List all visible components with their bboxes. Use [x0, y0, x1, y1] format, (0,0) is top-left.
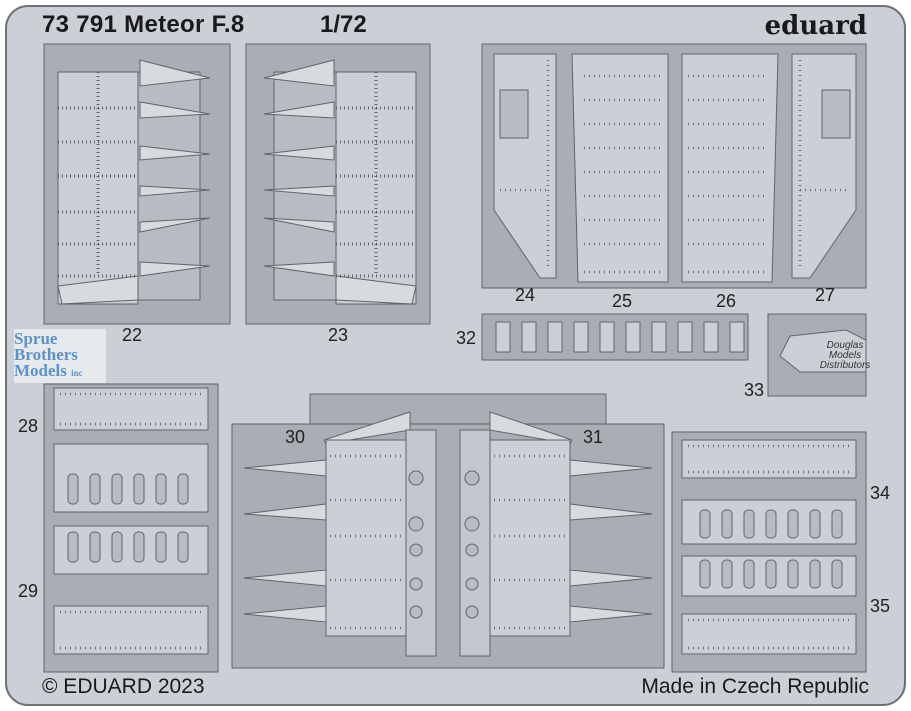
- watermark-line-3: Models inc: [14, 361, 83, 380]
- part-number-33: 33: [744, 380, 765, 400]
- distributor-stamp: Douglas Models Distributors: [800, 341, 890, 371]
- part-33: [767, 313, 867, 397]
- part-number-32: 32: [456, 328, 477, 348]
- part-number-35: 35: [870, 596, 891, 616]
- part-number-25: 25: [612, 291, 633, 311]
- part-number-29: 29: [18, 581, 39, 601]
- part-number-26: 26: [716, 291, 737, 311]
- brand-logo: eduard: [764, 11, 867, 41]
- part-number-27: 27: [815, 285, 836, 305]
- scale-label: 1/72: [320, 11, 367, 38]
- fret-title: 73 791 Meteor F.8: [42, 11, 245, 38]
- watermark-line-1: Sprue: [14, 329, 58, 348]
- watermark-logo: Sprue Brothers Models inc: [14, 329, 106, 383]
- part-number-34: 34: [870, 483, 891, 503]
- parts-24-27: [481, 43, 867, 289]
- origin-text: Made in Czech Republic: [641, 675, 869, 698]
- parts-28-29: [43, 383, 219, 673]
- parts-30-31: [231, 393, 665, 669]
- part-number-23: 23: [328, 325, 349, 345]
- part-23: [245, 43, 431, 325]
- distributor-line-3: Distributors: [819, 360, 871, 371]
- copyright-text: © EDUARD 2023: [42, 675, 205, 698]
- part-number-31: 31: [583, 427, 604, 447]
- part-number-24: 24: [515, 285, 536, 305]
- distributor-line-1: Douglas: [826, 340, 864, 351]
- distributor-line-2: Models: [828, 350, 862, 361]
- watermark-line-2: Brothers: [14, 345, 78, 364]
- part-number-30: 30: [285, 427, 306, 447]
- part-32: [481, 313, 749, 361]
- part-22: [43, 43, 231, 325]
- part-number-22: 22: [122, 325, 143, 345]
- parts-34-35: [671, 431, 867, 673]
- part-number-28: 28: [18, 416, 39, 436]
